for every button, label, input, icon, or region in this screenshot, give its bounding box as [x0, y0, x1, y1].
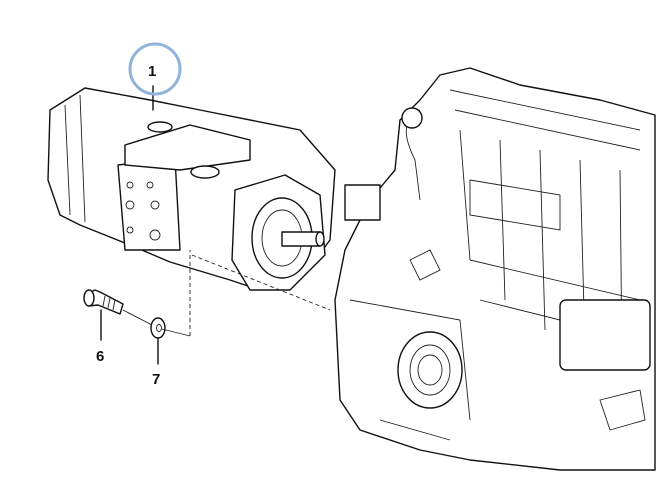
bolt-part: [83, 289, 124, 315]
washer-part: [150, 317, 166, 339]
highlight-circle: [128, 42, 182, 96]
callout-1[interactable]: 1: [148, 63, 156, 80]
engine-block: [334, 67, 656, 471]
callout-7[interactable]: 7: [152, 371, 160, 388]
assembly-line: [161, 328, 191, 337]
callout-6[interactable]: 6: [96, 348, 104, 365]
assembly-line: [122, 309, 153, 326]
pump-assembly: [47, 87, 336, 291]
assembly-dashed-line: [189, 250, 331, 336]
port-holes: [125, 181, 161, 241]
